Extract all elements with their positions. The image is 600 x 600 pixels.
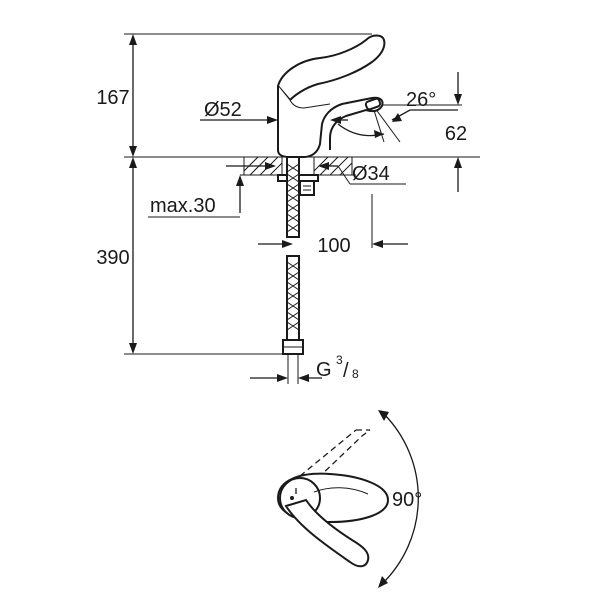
dim-62: 62 bbox=[445, 123, 467, 145]
dim-390: 390 bbox=[96, 247, 129, 269]
faucet-side-view bbox=[276, 34, 386, 158]
hole-diameter-dimension bbox=[226, 162, 406, 185]
deck-thickness-dimension bbox=[148, 175, 244, 218]
dim-max-30: max.30 bbox=[150, 195, 216, 217]
faucet-top-view bbox=[276, 429, 390, 568]
dim-diameter-34: Ø34 bbox=[352, 163, 390, 185]
thread-dimension bbox=[250, 374, 322, 382]
spout-projection-dimension bbox=[258, 194, 408, 248]
dim-167: 167 bbox=[96, 87, 129, 109]
dim-26-degree: 26° bbox=[406, 89, 436, 111]
dim-90-degree: 90° bbox=[392, 489, 422, 511]
dim-diameter-52: Ø52 bbox=[204, 99, 242, 121]
dim-thread-numerator: 3 bbox=[336, 353, 343, 367]
height-dimension-lines bbox=[124, 33, 480, 355]
spout-angle-dimension bbox=[337, 103, 458, 143]
dim-100: 100 bbox=[317, 235, 350, 257]
dim-thread-denominator: 8 bbox=[352, 367, 359, 381]
supply-hose bbox=[282, 156, 304, 384]
body-diameter-dimension bbox=[200, 116, 348, 124]
spout-height-dimension bbox=[380, 72, 462, 192]
dim-thread-slash: / bbox=[343, 360, 349, 382]
lever-rotation-arc bbox=[378, 410, 419, 588]
dim-thread-g: G bbox=[316, 359, 332, 381]
